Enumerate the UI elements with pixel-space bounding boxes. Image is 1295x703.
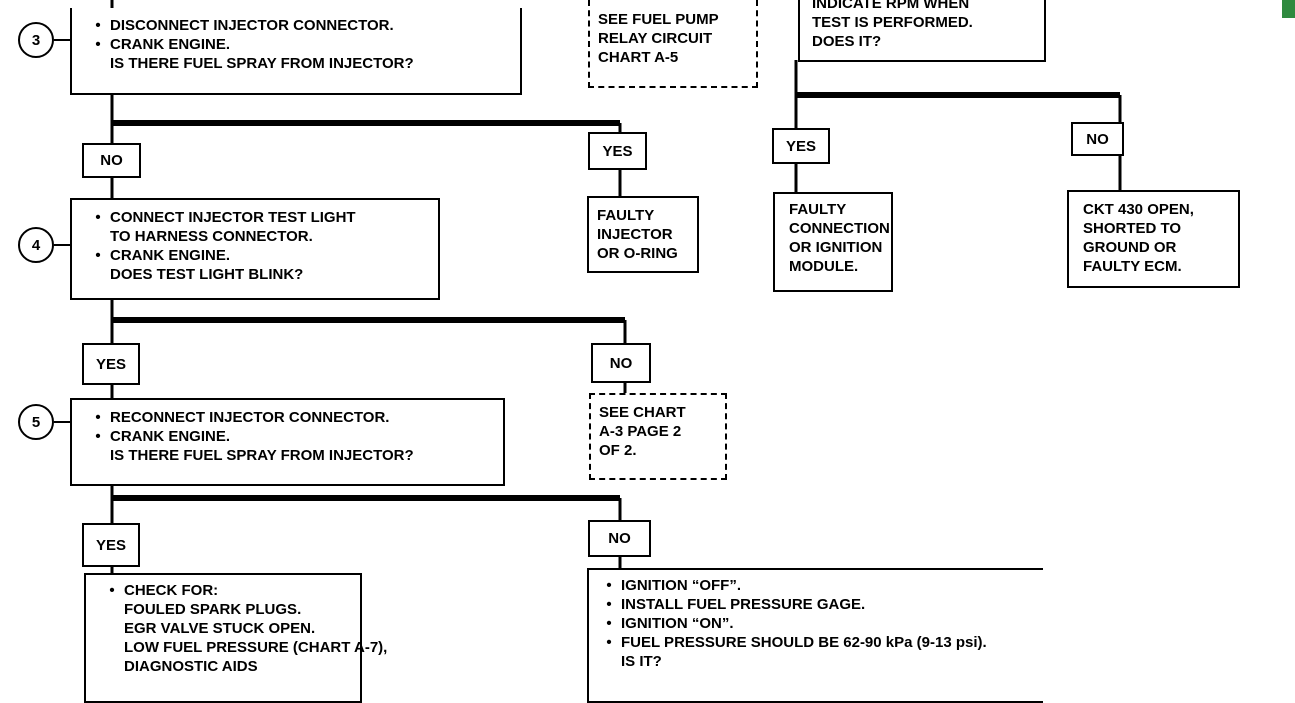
pressure-check-line: •FUEL PRESSURE SHOULD BE 62-90 kPa (9-13…	[606, 634, 987, 651]
chart-a3-reference-line: OF 2.	[599, 442, 637, 459]
ckt-430-line: GROUND OR	[1083, 239, 1177, 256]
step-4-yes-label: YES	[82, 343, 140, 385]
chart-a3-reference-line: A-3 PAGE 2	[599, 423, 682, 440]
fuel-pump-reference-line: SEE FUEL PUMP	[598, 11, 719, 28]
faulty-connection-box: FAULTY CONNECTION OR IGNITION MODULE.	[773, 192, 893, 292]
faulty-connection-line: MODULE.	[789, 258, 859, 275]
pressure-check-line: •IGNITION “ON”.	[606, 615, 734, 632]
check-for-box: •CHECK FOR: FOULED SPARK PLUGS. EGR VALV…	[84, 573, 388, 703]
step-3-no-label: NO	[82, 143, 141, 178]
check-for-line: •CHECK FOR:	[109, 582, 219, 599]
fuel-pump-reference-line: CHART A-5	[598, 49, 679, 66]
faulty-connection-line: CONNECTION	[789, 220, 890, 237]
pressure-check-line: •INSTALL FUEL PRESSURE GAGE.	[606, 596, 866, 613]
step-3-marker: 3	[18, 22, 54, 58]
step-5-number: 5	[31, 413, 41, 431]
check-for-line: FOULED SPARK PLUGS.	[124, 601, 302, 618]
step-5-line: IS THERE FUEL SPRAY FROM INJECTOR?	[110, 447, 414, 464]
step-4-line: DOES TEST LIGHT BLINK?	[110, 266, 304, 283]
ckt-430-line: FAULTY ECM.	[1083, 258, 1182, 275]
pressure-check-box: •IGNITION “OFF”. •INSTALL FUEL PRESSURE …	[587, 568, 1043, 703]
step-4-line: •CONNECT INJECTOR TEST LIGHT	[95, 209, 356, 226]
ckt-430-line: SHORTED TO	[1083, 220, 1182, 237]
step-5-line: •RECONNECT INJECTOR CONNECTOR.	[95, 409, 390, 426]
pressure-check-line: IS IT?	[621, 653, 662, 670]
step-4-no-label: NO	[591, 343, 651, 383]
check-for-line: DIAGNOSTIC AIDS	[124, 658, 258, 675]
step-4-marker: 4	[18, 227, 54, 263]
rpm-question-box: INDICATE RPM WHEN TEST IS PERFORMED. DOE…	[798, 0, 1046, 62]
check-for-line: EGR VALVE STUCK OPEN.	[124, 620, 316, 637]
step-3-line: •CRANK ENGINE.	[95, 36, 231, 53]
step-4-box: •CONNECT INJECTOR TEST LIGHT TO HARNESS …	[70, 198, 440, 300]
ckt-430-box: CKT 430 OPEN, SHORTED TO GROUND OR FAULT…	[1067, 190, 1240, 288]
faulty-connection-line: OR IGNITION	[789, 239, 883, 256]
step-4-line: TO HARNESS CONNECTOR.	[110, 228, 313, 245]
rpm-question-line: TEST IS PERFORMED.	[812, 14, 973, 31]
chart-a3-reference: SEE CHART A-3 PAGE 2 OF 2.	[589, 393, 727, 480]
step-5-box: •RECONNECT INJECTOR CONNECTOR. •CRANK EN…	[70, 398, 505, 486]
rpm-question-line: INDICATE RPM WHEN	[812, 0, 970, 12]
step-5-line: •CRANK ENGINE.	[95, 428, 231, 445]
rpm-no-label: NO	[1071, 122, 1124, 156]
check-for-line: LOW FUEL PRESSURE (CHART A-7),	[124, 639, 388, 656]
faulty-connection-line: FAULTY	[789, 201, 847, 218]
step-4-line: •CRANK ENGINE.	[95, 247, 231, 264]
rpm-question-line: DOES IT?	[812, 33, 882, 50]
fuel-pump-reference-line: RELAY CIRCUIT	[598, 30, 713, 47]
step-3-yes-label: YES	[588, 132, 647, 170]
step-5-no-label: NO	[588, 520, 651, 557]
rpm-yes-label: YES	[772, 128, 830, 164]
step-3-line: •DISCONNECT INJECTOR CONNECTOR.	[95, 17, 394, 34]
step-5-marker: 5	[18, 404, 54, 440]
chart-a3-reference-line: SEE CHART	[599, 404, 686, 421]
step-3-line: IS THERE FUEL SPRAY FROM INJECTOR?	[110, 55, 414, 72]
step-5-yes-label: YES	[82, 523, 140, 567]
faulty-injector-line: OR O-RING	[597, 245, 678, 262]
fuel-pump-reference: SEE FUEL PUMP RELAY CIRCUIT CHART A-5	[588, 0, 758, 88]
faulty-injector-line: FAULTY	[597, 207, 655, 224]
faulty-injector-box: FAULTY INJECTOR OR O-RING	[587, 196, 699, 273]
step-4-number: 4	[31, 236, 41, 254]
ckt-430-line: CKT 430 OPEN,	[1083, 201, 1194, 218]
corner-tab	[1282, 0, 1295, 18]
faulty-injector-line: INJECTOR	[597, 226, 673, 243]
pressure-check-line: •IGNITION “OFF”.	[606, 577, 741, 594]
step-3-box: •DISCONNECT INJECTOR CONNECTOR. •CRANK E…	[70, 8, 522, 95]
step-3-number: 3	[31, 31, 41, 49]
